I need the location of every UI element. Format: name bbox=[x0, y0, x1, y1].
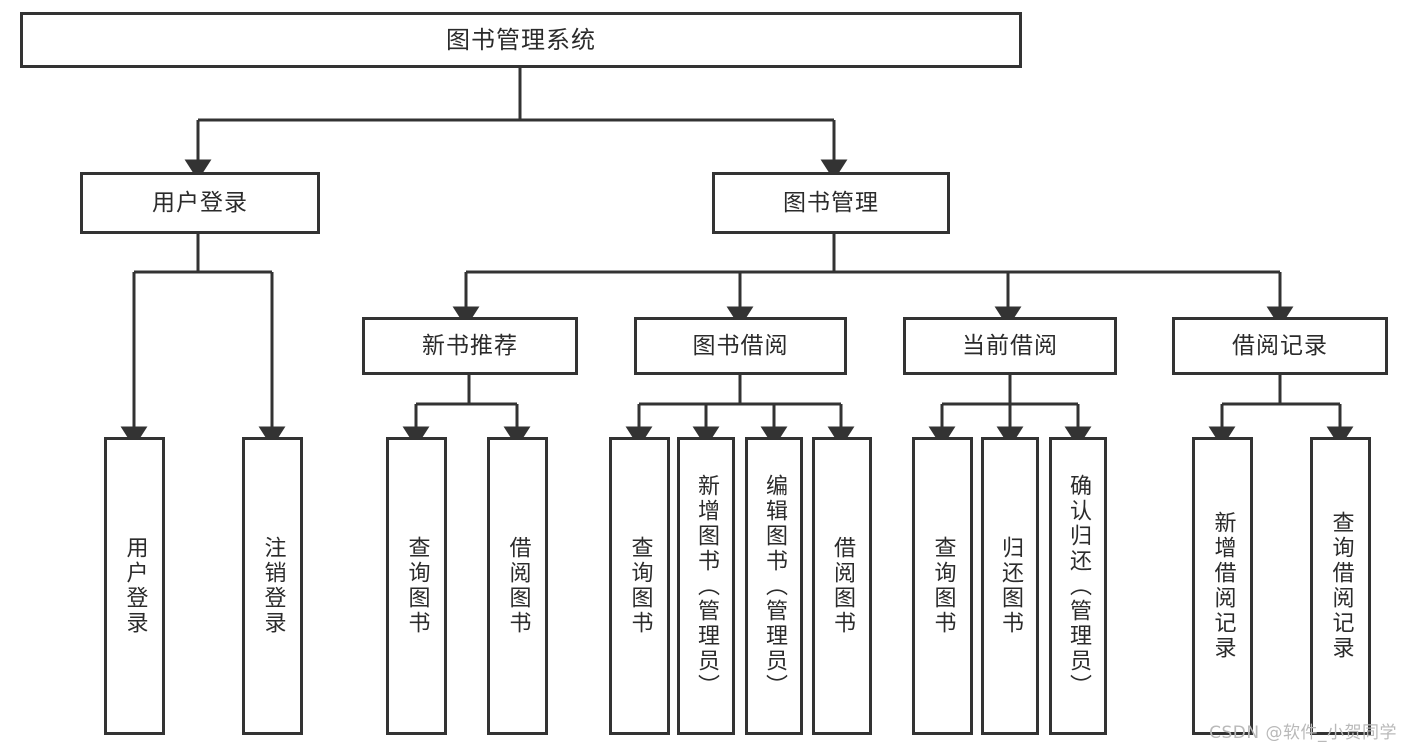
node-leaf-user-login[interactable]: 用户登录 bbox=[104, 437, 165, 735]
edge-currentborrow-to-leaves bbox=[928, 375, 1092, 448]
csdn-watermark: CSDN @软件_小贺同学 bbox=[1209, 723, 1397, 743]
node-leaf-add-record[interactable]: 新增借阅记录 bbox=[1192, 437, 1253, 735]
node-label: 查询图书 bbox=[627, 536, 653, 636]
node-leaf-borrow-book-1[interactable]: 借阅图书 bbox=[487, 437, 548, 735]
node-leaf-add-book[interactable]: 新增图书（管理员） bbox=[677, 437, 735, 735]
edge-newbook-to-leaves bbox=[402, 375, 531, 448]
edge-borrowrecord-to-leaves bbox=[1208, 375, 1354, 448]
node-leaf-return-book[interactable]: 归还图书 bbox=[981, 437, 1039, 735]
node-label: 图书借阅 bbox=[692, 332, 789, 359]
node-leaf-query-book-2[interactable]: 查询图书 bbox=[609, 437, 670, 735]
node-current-borrow[interactable]: 当前借阅 bbox=[903, 317, 1117, 375]
node-new-book-recommend[interactable]: 新书推荐 bbox=[362, 317, 578, 375]
node-label: 图书管理系统 bbox=[446, 26, 596, 54]
node-label: 用户登录 bbox=[122, 536, 148, 636]
node-leaf-query-record[interactable]: 查询借阅记录 bbox=[1310, 437, 1371, 735]
node-book-borrow[interactable]: 图书借阅 bbox=[634, 317, 847, 375]
node-label: 当前借阅 bbox=[962, 332, 1058, 359]
node-root-book-management-system[interactable]: 图书管理系统 bbox=[20, 12, 1022, 68]
edge-bookborrow-to-leaves bbox=[625, 375, 855, 448]
node-label: 借阅图书 bbox=[829, 536, 855, 636]
node-label: 查询借阅记录 bbox=[1328, 511, 1354, 661]
node-leaf-borrow-book-2[interactable]: 借阅图书 bbox=[812, 437, 872, 735]
node-leaf-logout-login[interactable]: 注销登录 bbox=[242, 437, 303, 735]
node-leaf-confirm-return[interactable]: 确认归还（管理员） bbox=[1049, 437, 1107, 735]
node-label: 新增图书（管理员） bbox=[693, 473, 719, 699]
node-label: 新书推荐 bbox=[422, 332, 518, 359]
node-label: 用户登录 bbox=[152, 189, 248, 216]
edge-root-to-level2 bbox=[184, 68, 848, 181]
node-label: 确认归还（管理员） bbox=[1065, 473, 1091, 699]
node-leaf-query-book-3[interactable]: 查询图书 bbox=[912, 437, 973, 735]
node-label: 归还图书 bbox=[997, 536, 1023, 636]
node-label: 编辑图书（管理员） bbox=[761, 473, 787, 699]
node-label: 新增借阅记录 bbox=[1210, 511, 1236, 661]
node-book-management[interactable]: 图书管理 bbox=[712, 172, 950, 234]
node-label: 图书管理 bbox=[783, 189, 879, 216]
node-label: 借阅图书 bbox=[505, 536, 531, 636]
node-label: 借阅记录 bbox=[1232, 332, 1328, 359]
edge-login-to-leaves bbox=[120, 234, 286, 448]
node-leaf-edit-book[interactable]: 编辑图书（管理员） bbox=[745, 437, 803, 735]
node-label: 查询图书 bbox=[404, 536, 430, 636]
node-label: 注销登录 bbox=[260, 536, 286, 636]
node-user-login[interactable]: 用户登录 bbox=[80, 172, 320, 234]
node-label: 查询图书 bbox=[930, 536, 956, 636]
node-leaf-query-book-1[interactable]: 查询图书 bbox=[386, 437, 447, 735]
edge-bookmgmt-to-level3 bbox=[452, 234, 1294, 328]
node-borrow-record[interactable]: 借阅记录 bbox=[1172, 317, 1388, 375]
